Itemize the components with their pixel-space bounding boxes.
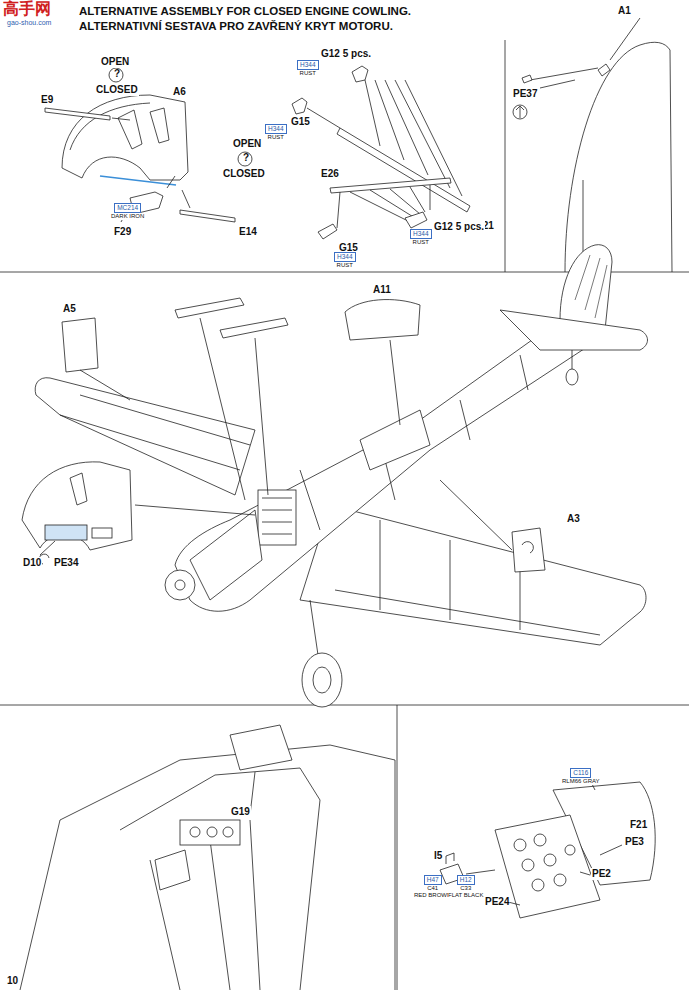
part-label: A3 xyxy=(566,513,581,525)
color-code: C116 xyxy=(570,768,591,778)
part-label: G12 5 pcs. xyxy=(320,48,372,60)
part-label: I5 xyxy=(433,850,443,862)
color-code: H344 xyxy=(265,124,287,134)
color-code: H12 xyxy=(457,875,475,885)
color-code: H344 xyxy=(297,60,319,70)
part-label: E26 xyxy=(320,168,340,180)
color-code: MC214 xyxy=(114,203,141,213)
color-name: RUST xyxy=(413,239,429,246)
part-label: OPEN xyxy=(100,56,130,68)
part-label: G19 xyxy=(230,806,251,818)
color-callout: H344RUST xyxy=(410,229,432,246)
color-code: H344 xyxy=(410,229,432,239)
part-label: E9 xyxy=(40,94,54,106)
part-label: PE37 xyxy=(512,88,538,100)
color-name: RUST xyxy=(300,70,316,77)
part-label: PE2 xyxy=(591,868,612,880)
color-callout: H47C41RED BROWN xyxy=(414,875,451,899)
subtitle: ALTERNATIVNÍ SESTAVA PRO ZAVŘENÝ KRYT MO… xyxy=(78,20,394,33)
part-label: A6 xyxy=(172,86,187,98)
part-label: OPEN xyxy=(232,138,262,150)
part-label: ? xyxy=(113,68,121,80)
part-label: A1 xyxy=(617,5,632,17)
part-label: F21 xyxy=(629,819,648,831)
color-callout: H344RUST xyxy=(334,252,356,269)
color-name: RUST xyxy=(268,134,284,141)
part-label: PE3 xyxy=(624,836,645,848)
color-name: C33 xyxy=(460,885,471,892)
color-callout: H344RUST xyxy=(265,124,287,141)
part-label: G15 xyxy=(290,116,311,128)
color-callout: H12C33FLAT BLACK xyxy=(448,875,483,899)
color-callout: H344RUST xyxy=(297,60,319,77)
color-name: FLAT BLACK xyxy=(448,892,483,899)
color-callout: C116RLM66 GRAY xyxy=(562,768,600,785)
color-name: RED BROWN xyxy=(414,892,451,899)
part-label: PE34 xyxy=(53,557,79,569)
watermark: gao-shou.com xyxy=(6,19,52,27)
part-label: CLOSED xyxy=(222,168,266,180)
color-code: H47 xyxy=(424,875,442,885)
watermark: 高手网 xyxy=(2,0,52,18)
color-name: RUST xyxy=(337,262,353,269)
page-title: ALTERNATIVE ASSEMBLY FOR CLOSED ENGINE C… xyxy=(78,5,412,18)
part-label: PE24 xyxy=(484,896,510,908)
color-name: RLM66 GRAY xyxy=(562,778,600,785)
part-label: F29 xyxy=(113,226,132,238)
part-label: ? xyxy=(242,152,250,164)
part-label: 10 xyxy=(6,975,19,987)
color-callout: MC214DARK IRON xyxy=(111,203,144,220)
part-label: A11 xyxy=(372,284,392,296)
part-label: A5 xyxy=(62,303,77,315)
part-label: D10 xyxy=(22,557,42,569)
part-label: CLOSED xyxy=(95,84,139,96)
color-name: DARK IRON xyxy=(111,213,144,220)
part-label: G12 5 pcs. xyxy=(433,221,485,233)
part-label: E14 xyxy=(238,226,258,238)
color-code: H344 xyxy=(334,252,356,262)
color-name: C41 xyxy=(427,885,438,892)
